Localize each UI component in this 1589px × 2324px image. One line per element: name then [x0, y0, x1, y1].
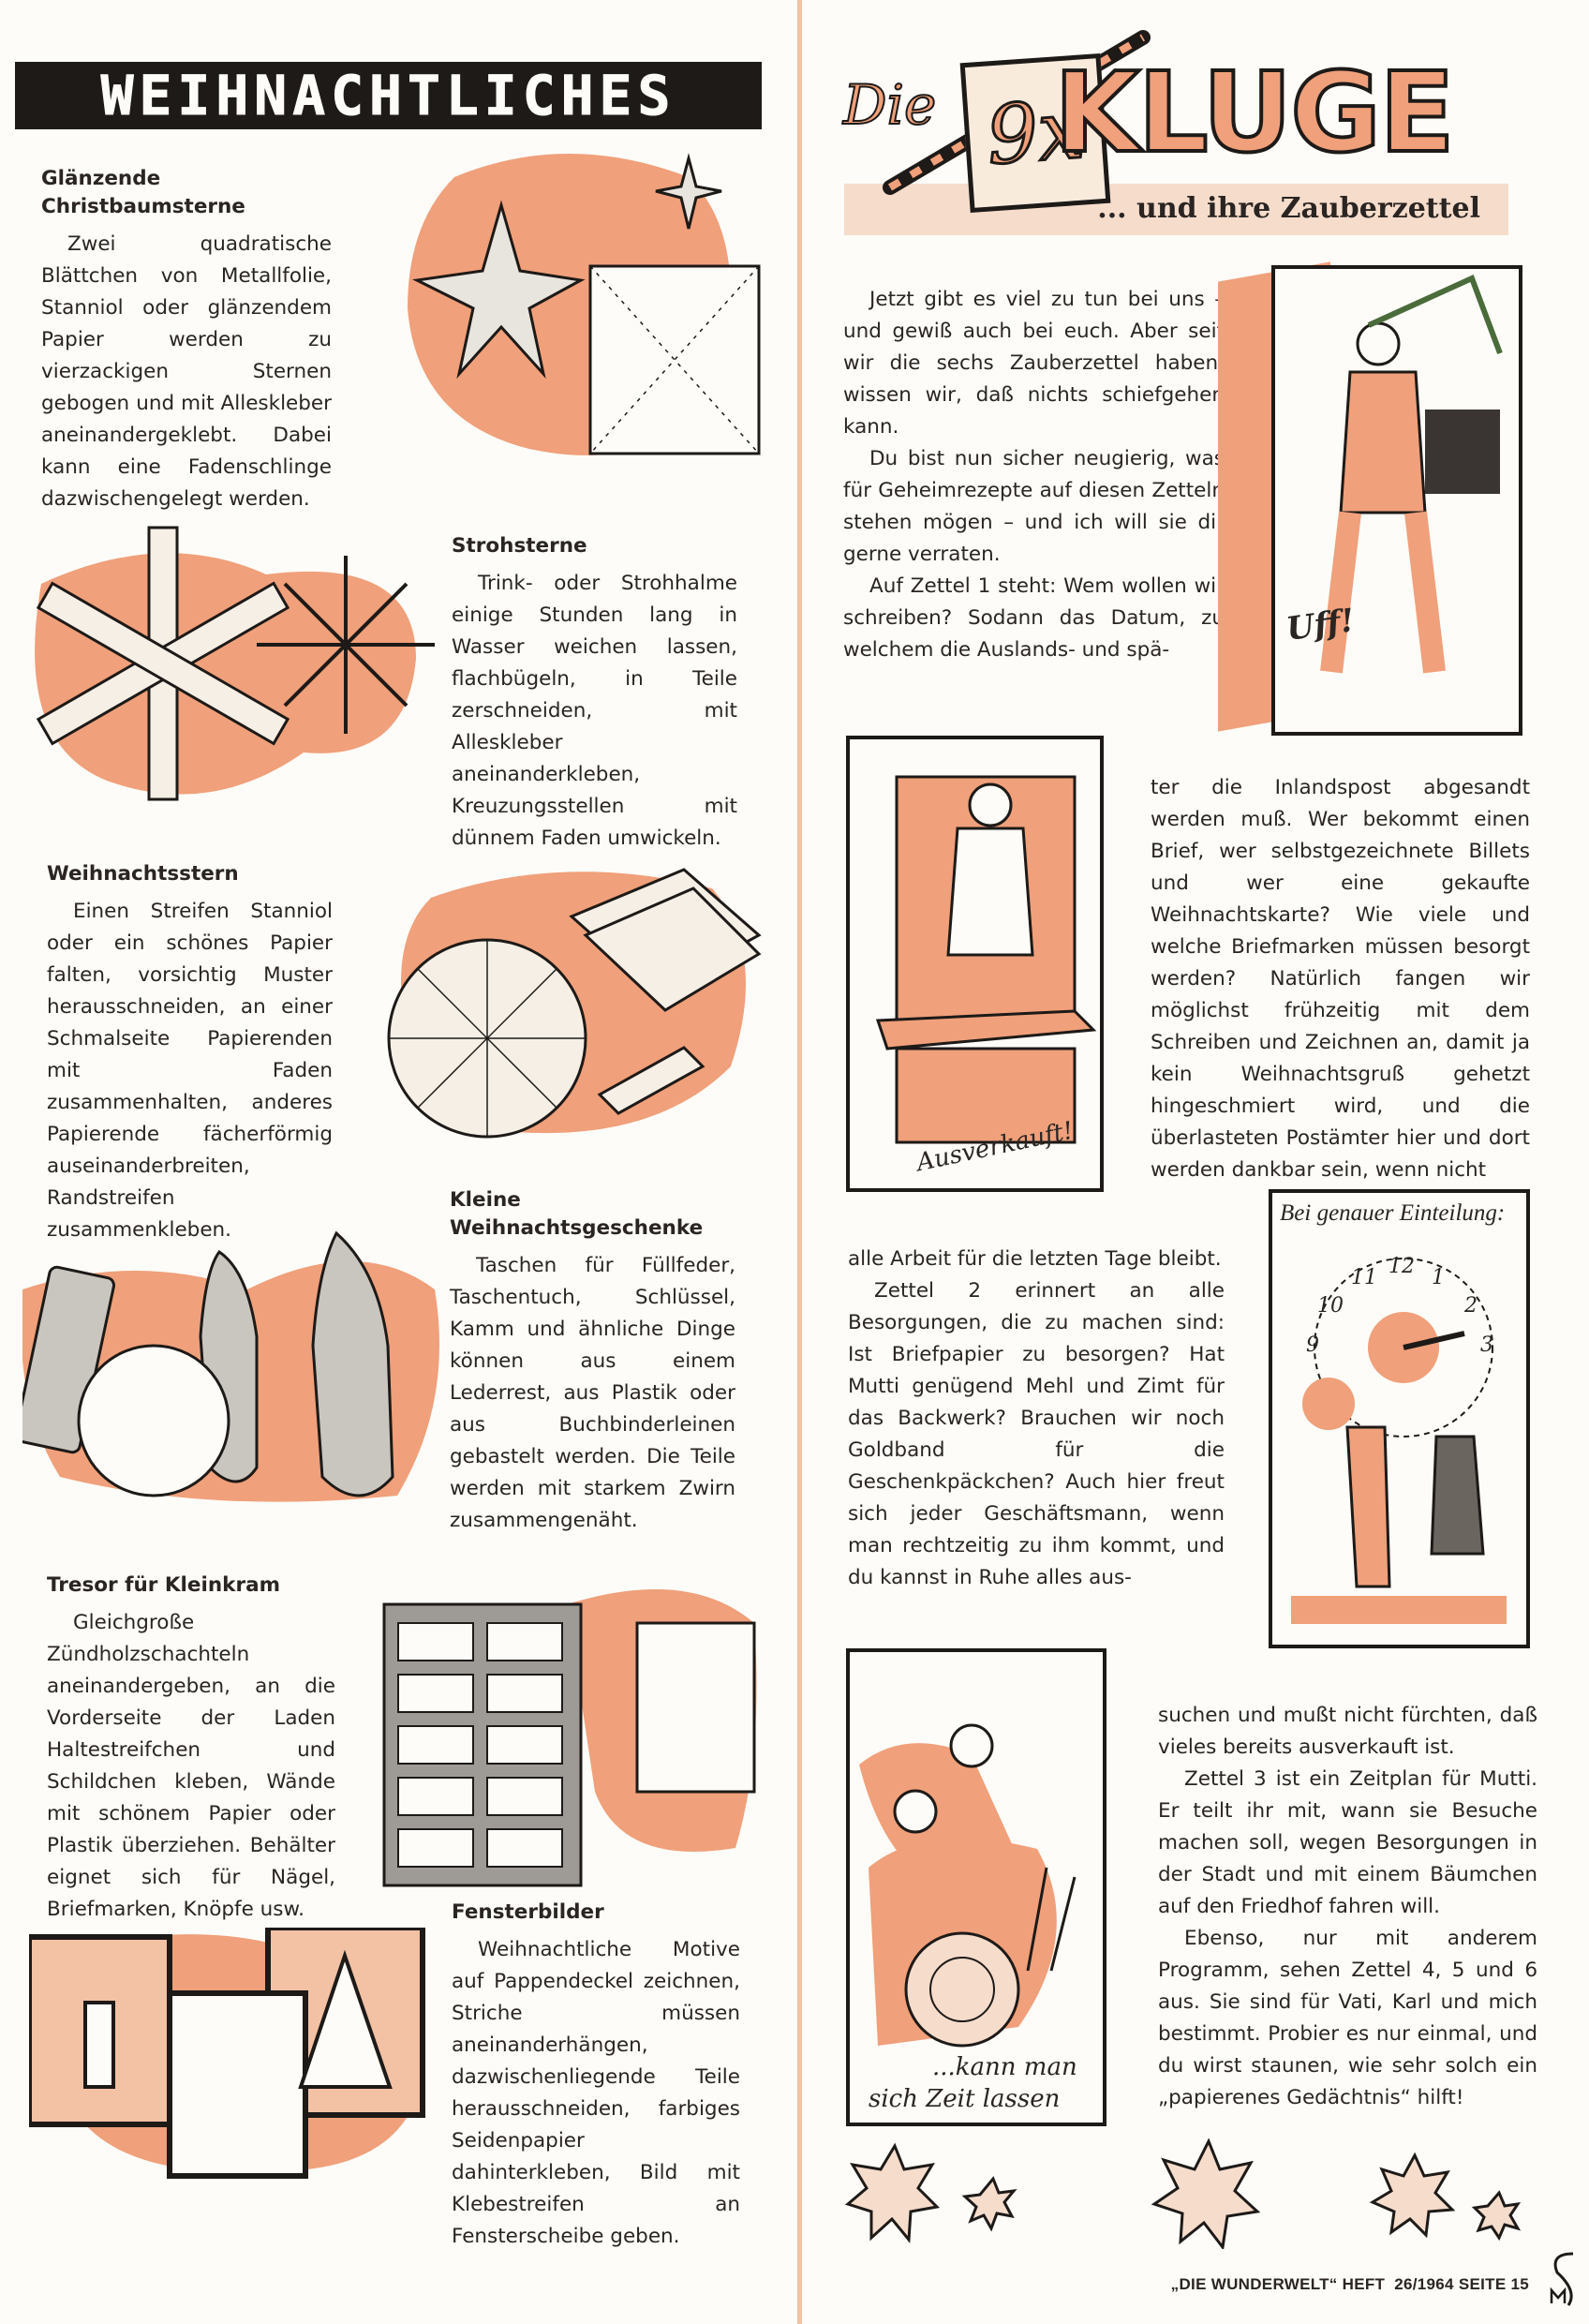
article-block-3: alle Arbeit für die letzten Tage bleibt.… — [848, 1244, 1225, 1594]
section-heading: Fensterbilder — [452, 1900, 604, 1924]
section-fensterbilder: Fensterbilder Weihnachtliche Motive auf … — [452, 1899, 740, 2253]
title-kluge: KLUGE — [1052, 48, 1457, 177]
snail-illustration: ...kann man sich Zeit lassen — [846, 1648, 1106, 2126]
section-heading: Tresor für Kleinkram — [47, 1573, 280, 1597]
subtitle-band: ... und ihre Zauberzettel — [844, 184, 1508, 235]
section-geschenke: Kleine Weihnachtsgeschenke Taschen für F… — [450, 1186, 735, 1537]
section-strohsterne: Strohsterne Trink- oder Strohhalme einig… — [452, 532, 737, 855]
geschenke-illustration — [22, 1230, 439, 1502]
snail-caption-2: sich Zeit lassen — [869, 2085, 1061, 2113]
paragraph: suchen und mußt nicht fürchten, daß viel… — [1158, 1704, 1537, 1759]
stars-decoration — [844, 2138, 1522, 2249]
paragraph: Zettel 3 ist ein Zeitplan für Mutti. Er … — [1158, 1767, 1537, 1918]
einteilung-caption: Bei genauer Einteilung: — [1280, 1200, 1506, 1226]
clock-number: 2 — [1464, 1294, 1478, 1318]
paragraph: Du bist nun sicher neugierig, was für Ge… — [843, 447, 1225, 566]
paragraph: Auf Zettel 1 steht: Wem wollen wir schre… — [843, 574, 1225, 662]
weihnachtliches-banner: WEIHNACHTLICHES — [15, 62, 762, 129]
section-weihnachtsstern: Weihnachtsstern Einen Streifen Stanniol … — [47, 860, 333, 1246]
section-text: Einen Streifen Stanniol oder ein schönes… — [47, 900, 333, 1242]
snail-caption-1: ...kann man — [932, 2053, 1077, 2081]
subtitle: ... und ihre Zauberzettel — [1097, 192, 1480, 225]
section-heading: Glänzende Christbaumsterne — [41, 167, 245, 218]
sm-logo — [1550, 2252, 1574, 2306]
paragraph: alle Arbeit für die letzten Tage bleibt. — [848, 1247, 1222, 1271]
article-block-2: ter die Inlandspost abgesandt werden muß… — [1151, 772, 1530, 1186]
section-heading: Kleine Weihnachtsgeschenke — [450, 1188, 704, 1240]
paragraph: Ebenso, nur mit anderem Programm, sehen … — [1158, 1927, 1537, 2109]
tresor-illustration — [382, 1589, 757, 1887]
section-heading: Weihnachtsstern — [47, 862, 239, 886]
clock-number: 10 — [1317, 1294, 1344, 1318]
weihnachtsstern-illustration — [387, 868, 762, 1139]
section-text: Weihnachtliche Motive auf Pappendeckel z… — [452, 1938, 740, 2248]
article-block-1: Jetzt gibt es viel zu tun bei uns – und … — [843, 284, 1225, 666]
title-die: Die — [842, 72, 937, 138]
paragraph: ter die Inlandspost abgesandt werden muß… — [1151, 776, 1530, 1182]
section-tresor: Tresor für Kleinkram Gleichgroße Zündhol… — [47, 1572, 335, 1926]
ausverkauft-illustration: Ausverkauft! — [846, 736, 1104, 1192]
clock-number: 9 — [1306, 1333, 1319, 1357]
clock-number: 11 — [1351, 1266, 1377, 1289]
paragraph: Zettel 2 erinnert an alle Besorgungen, d… — [848, 1279, 1225, 1589]
clock-number: 12 — [1389, 1255, 1415, 1278]
section-text: Gleichgroße Zündholzschachteln aneinande… — [47, 1611, 335, 1921]
section-text: Trink- oder Strohhalme einige Stunden la… — [452, 572, 737, 850]
article-block-4: suchen und mußt nicht fürchten, daß viel… — [1158, 1700, 1537, 2114]
clock-number: 1 — [1432, 1266, 1445, 1289]
section-text: Zwei quadratische Blättchen von Metallfo… — [41, 232, 332, 511]
column-divider — [797, 0, 802, 2324]
section-heading: Strohsterne — [452, 534, 587, 558]
section-christbaumsterne: Glänzende Christbaumsterne Zwei quadrati… — [41, 165, 332, 515]
banner-title: WEIHNACHTLICHES — [100, 64, 676, 128]
einteilung-illustration: Bei genauer Einteilung: 11 12 1 2 3 9 10 — [1269, 1189, 1530, 1648]
section-text: Taschen für Füllfeder, Taschentuch, Schl… — [450, 1254, 735, 1532]
clock-number: 3 — [1480, 1333, 1493, 1357]
fensterbilder-illustration — [29, 1928, 425, 2179]
strohsterne-illustration — [35, 526, 435, 801]
footer-publication: „DIE WUNDERWELT“ HEFT 26/1964 SEITE 15 — [1170, 2275, 1529, 2293]
christbaumsterne-illustration — [408, 153, 761, 455]
paragraph: Jetzt gibt es viel zu tun bei uns – und … — [843, 288, 1225, 439]
postman-illustration: Uff! — [1271, 265, 1522, 736]
